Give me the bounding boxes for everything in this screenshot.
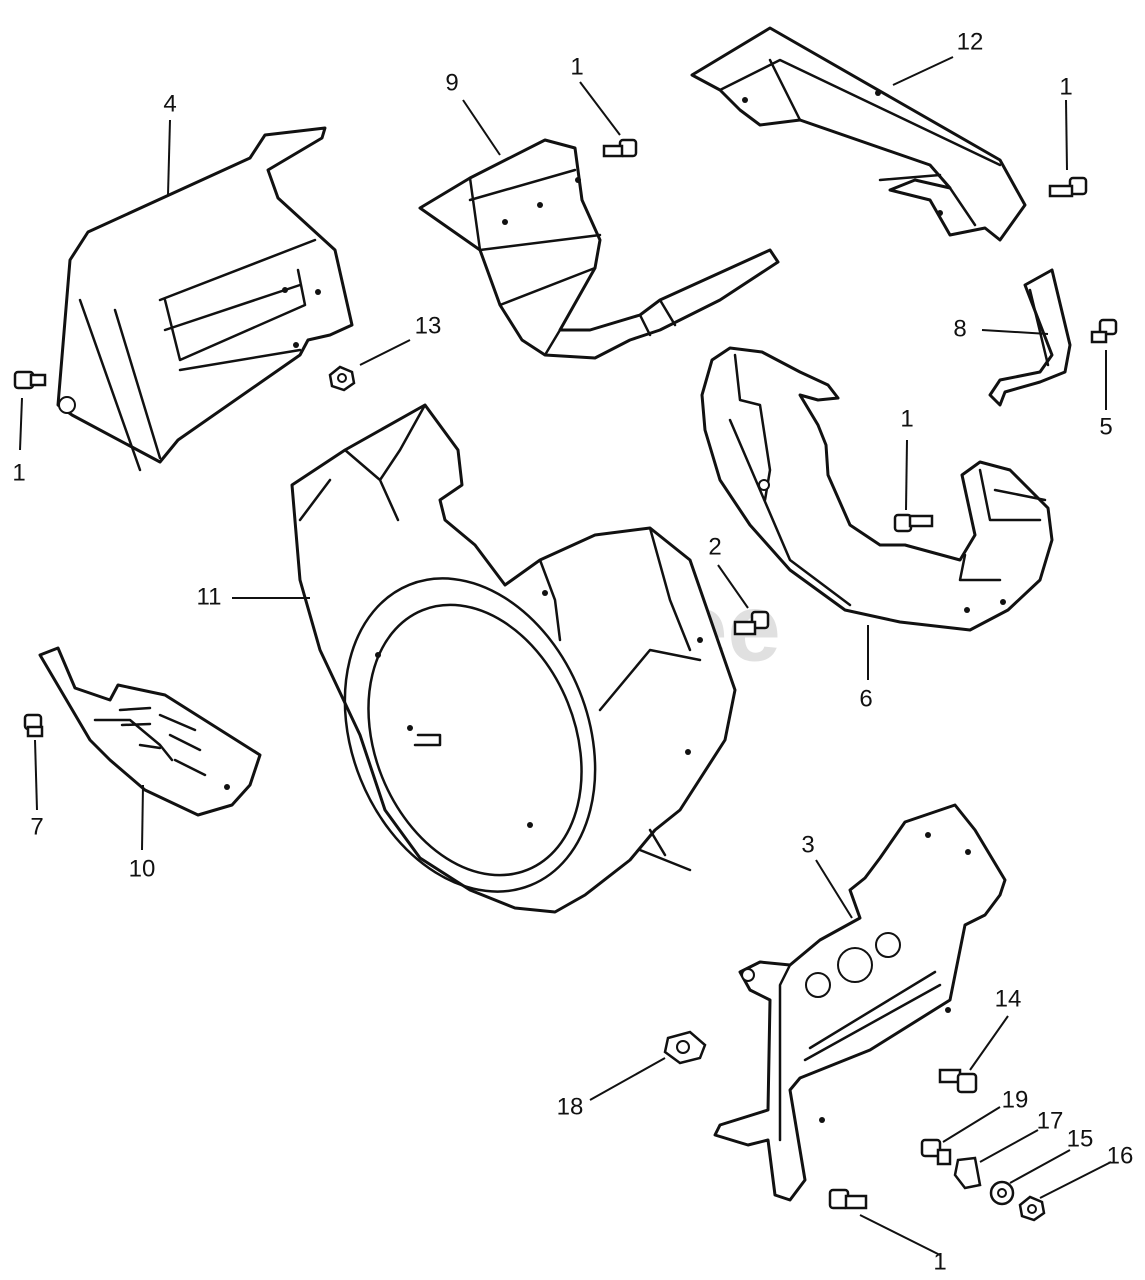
part-12-bracket	[690, 26, 1027, 242]
part-4-shroud	[56, 126, 354, 472]
callout-3: 3	[801, 831, 814, 858]
callout-1-middle-right: 1	[900, 405, 913, 432]
bolt-5	[1090, 318, 1118, 344]
part-6-baffle	[700, 346, 1054, 632]
bolt-7	[23, 713, 44, 738]
callout-1-top-right: 1	[1059, 73, 1072, 100]
callout-1-bottom: 1	[933, 1248, 946, 1275]
washer-15	[989, 1180, 1015, 1206]
bolt-1-top-middle	[602, 138, 638, 158]
bolt-14	[938, 1068, 978, 1094]
bolt-1-bottom	[828, 1188, 868, 1210]
grommet-18	[663, 1030, 707, 1065]
callout-11: 11	[197, 583, 222, 610]
nut-13	[328, 365, 356, 392]
bolt-1-middle-right	[893, 513, 934, 533]
part-10-plate	[38, 646, 262, 817]
callout-labels: 1 1 1 1 1 2 3 4 5 6 7 8 9 10 11 12 13 14…	[12, 28, 1133, 1275]
part-8-bracket	[988, 268, 1072, 407]
callout-17: 17	[1037, 1107, 1064, 1134]
callout-1-top-middle: 1	[570, 53, 583, 80]
part-3-panel	[713, 803, 1007, 1202]
callout-1-left: 1	[12, 459, 25, 486]
callout-14: 14	[995, 985, 1022, 1012]
callout-5: 5	[1099, 413, 1112, 440]
callout-4: 4	[163, 90, 176, 117]
callout-2: 2	[708, 533, 721, 560]
callout-16: 16	[1107, 1142, 1134, 1169]
bolt-2	[733, 610, 770, 636]
bolt-1-top-right	[1048, 176, 1088, 198]
callout-15: 15	[1067, 1125, 1094, 1152]
callout-9: 9	[445, 69, 458, 96]
callout-10: 10	[129, 855, 156, 882]
callout-13: 13	[415, 312, 442, 339]
callout-18: 18	[557, 1093, 584, 1120]
part-9-shroud	[418, 138, 780, 360]
callout-6: 6	[859, 685, 872, 712]
callout-12: 12	[957, 28, 984, 55]
callout-7: 7	[30, 813, 43, 840]
fitting-19	[920, 1138, 952, 1166]
part-11-blower-housing	[290, 403, 737, 914]
bolt-1-left	[13, 370, 47, 390]
nut-16	[1018, 1195, 1046, 1222]
leader-lines	[19, 56, 1112, 1256]
callout-8: 8	[953, 315, 966, 342]
clip-17	[953, 1156, 982, 1190]
callout-19: 19	[1002, 1086, 1029, 1113]
